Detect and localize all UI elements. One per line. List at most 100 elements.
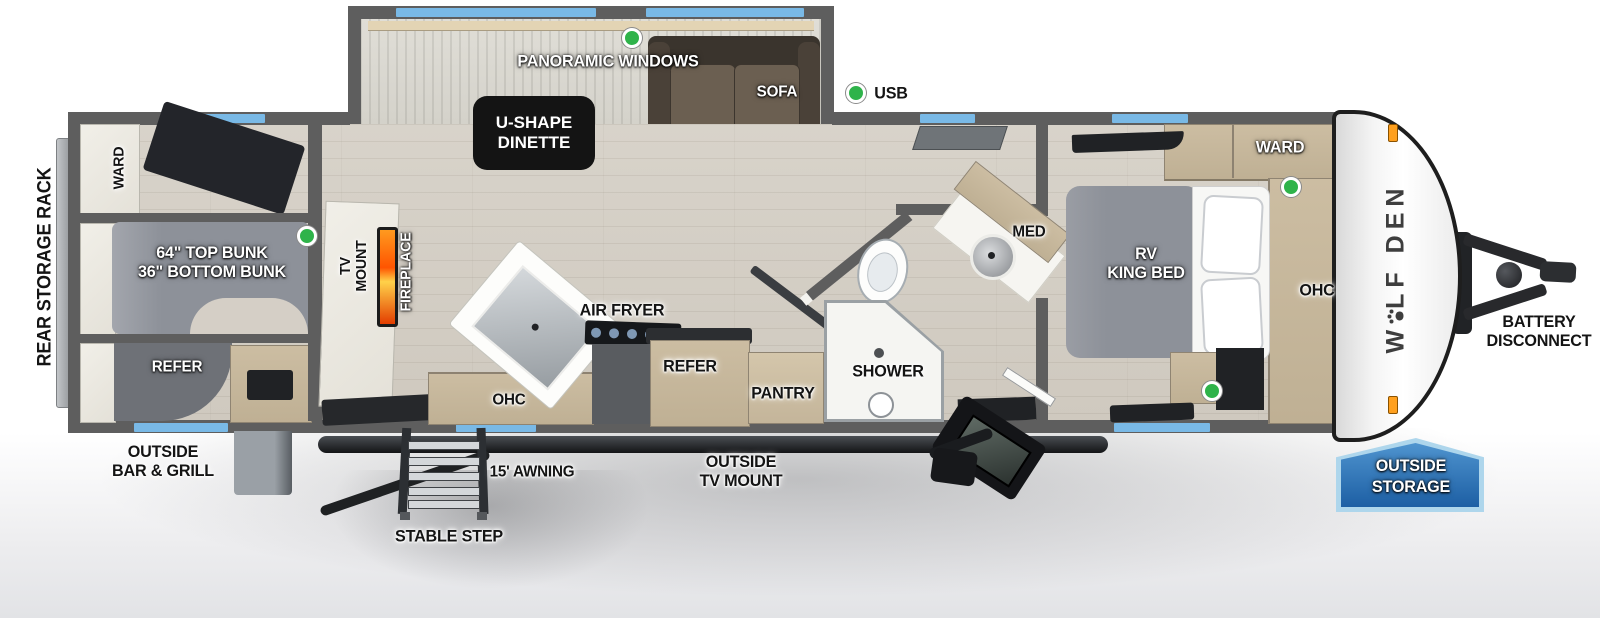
bunkroom-cabinet-appliance [247, 370, 293, 400]
label-os-line1: OUTSIDE [1375, 456, 1447, 475]
slideout-wall-right [821, 6, 834, 124]
label-battery-disconnect: BATTERY DISCONNECT [1487, 312, 1592, 350]
marker-light [1388, 124, 1398, 142]
window-strip [1112, 114, 1188, 123]
step-foot [400, 512, 410, 520]
bunk-bed [112, 222, 310, 334]
label-otv-line2: TV MOUNT [699, 471, 783, 490]
bunkroom-front-wall [308, 124, 322, 421]
label-outside-bar-grill: OUTSIDE BAR & GRILL [112, 442, 214, 480]
usb-indicator-dot [297, 226, 317, 246]
label-king-bed: RV KING BED [1107, 244, 1185, 282]
bunkroom-panel-mid [80, 223, 116, 336]
bedroom-upper-cabinets [1164, 124, 1356, 181]
dinette-label-box: U-SHAPE DINETTE [473, 96, 595, 170]
label-bunk-line2: 36" BOTTOM BUNK [137, 262, 287, 281]
step-tread [408, 457, 480, 466]
window-strip [646, 8, 804, 17]
bunk-notch [190, 298, 308, 334]
step-foot [477, 512, 487, 520]
bunkroom-panel-bottom [80, 343, 116, 423]
body-wall-rear [68, 112, 80, 433]
step-tread [408, 487, 480, 496]
bath-sink [970, 234, 1016, 280]
burner [590, 327, 602, 338]
burner [626, 328, 638, 340]
label-ohc-bedroom: OHC [1299, 280, 1335, 300]
bath-sink-drain [988, 252, 995, 259]
shower-faucet [868, 392, 894, 418]
label-fireplace: FIREPLACE [397, 232, 415, 312]
refer-kitchen-unit [650, 340, 750, 427]
sofa-cushion [670, 64, 736, 134]
label-bunk: 64" TOP BUNK 36" BOTTOM BUNK [138, 243, 286, 281]
outside-storage-badge [1336, 438, 1484, 512]
pantry-unit [748, 352, 824, 424]
label-rear-storage-rack: REAR STORAGE RACK [34, 167, 56, 367]
label-otv-line1: OUTSIDE [705, 452, 777, 471]
bedroom-cabinet-seam [1232, 124, 1234, 178]
step-tread [408, 500, 480, 509]
logo-text-rest: LF DEN [1381, 182, 1410, 309]
label-usb: USB [874, 83, 908, 103]
usb-indicator-dot [622, 28, 642, 48]
usb-indicator-dot [1281, 177, 1301, 197]
king-bed [1066, 186, 1200, 358]
brand-logo: W LF DEN [1382, 183, 1411, 354]
bunkroom-cabinet [230, 345, 312, 423]
window-strip [396, 8, 596, 17]
label-sofa: SOFA [756, 83, 798, 101]
usb-indicator-dot [1202, 381, 1222, 401]
label-ohc-kitchen: OHC [492, 391, 526, 409]
label-obg-line1: OUTSIDE [127, 442, 199, 461]
label-os-line2: STORAGE [1371, 477, 1451, 496]
label-med: MED [1012, 223, 1046, 241]
dinette-valance [368, 21, 814, 31]
label-bunk-line1: 64" TOP BUNK [156, 243, 268, 262]
burner [608, 328, 620, 339]
step-tread [408, 472, 480, 481]
label-air-fryer: AIR FRYER [579, 300, 665, 320]
label-battery-line1: BATTERY [1502, 312, 1576, 331]
sofa-armrest-right [798, 42, 820, 132]
bunkroom-divider-1 [80, 213, 312, 223]
bedroom-dark-unit [1216, 348, 1264, 410]
label-outside-storage: OUTSIDE STORAGE [1372, 455, 1450, 497]
bunkroom-divider-2 [80, 334, 312, 343]
hitch-coupler [1539, 261, 1577, 283]
label-stable-step: STABLE STEP [395, 526, 503, 546]
label-dinette-line2: DINETTE [497, 133, 571, 152]
label-pantry: PANTRY [751, 383, 815, 403]
hitch-jack-knob [1496, 262, 1522, 288]
label-awning: 15' AWNING [489, 463, 575, 481]
label-shower: SHOWER [852, 361, 924, 381]
label-king-bed-line2: KING BED [1107, 263, 1185, 282]
outside-tv [928, 394, 1068, 508]
label-battery-line2: DISCONNECT [1486, 331, 1592, 350]
sink-drain [530, 322, 541, 333]
label-obg-line2: BAR & GRILL [112, 461, 214, 480]
label-tv-mount-line2: MOUNT [353, 240, 370, 292]
logo-text-w: W [1381, 323, 1410, 354]
step-tread [408, 441, 480, 450]
label-tv-mount: TV MOUNT [337, 240, 370, 292]
sofa-cushion [734, 64, 800, 134]
outside-tv-base [929, 447, 979, 487]
marker-light [1388, 396, 1398, 414]
sofa-group [648, 36, 820, 138]
shower-drain [874, 348, 884, 358]
label-panoramic-windows: PANORAMIC WINDOWS [517, 51, 699, 71]
bedroom-wall-upper [1036, 124, 1048, 216]
pillow [1200, 276, 1264, 356]
sofa-armrest-left [648, 42, 670, 132]
roof-vent [912, 126, 1008, 150]
paw-icon [1388, 309, 1404, 324]
label-outside-tv-mount: OUTSIDE TV MOUNT [700, 452, 783, 490]
entry-door-strip [456, 423, 536, 432]
ground-shadow [90, 428, 1510, 598]
window-strip [134, 423, 228, 432]
usb-indicator-dot [846, 83, 866, 103]
label-refer-kitchen: REFER [663, 356, 717, 376]
slideout-wall-left [348, 6, 361, 124]
